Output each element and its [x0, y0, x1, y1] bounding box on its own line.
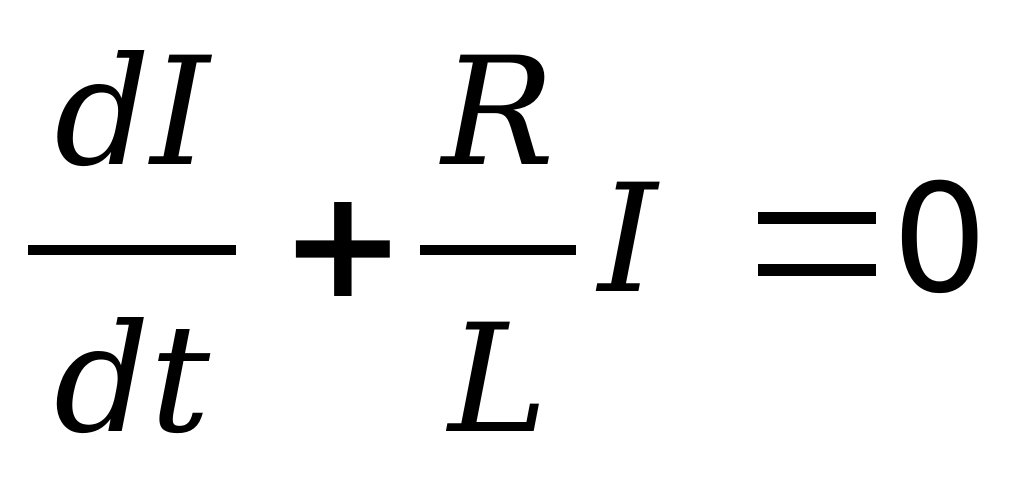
fraction-di-dt: dI dt — [28, 0, 236, 488]
right-hand-side: 0 — [892, 153, 988, 327]
fraction-r-l: R L — [420, 0, 576, 488]
fraction-denominator: dt — [53, 293, 211, 467]
equals-sign: = — [758, 0, 876, 488]
fraction-numerator: dI — [54, 26, 210, 200]
equals-line-top — [758, 212, 876, 224]
fraction-denominator: L — [448, 293, 548, 467]
equals-text: = — [758, 0, 759, 1]
current-variable: I — [598, 153, 658, 327]
fraction-bar — [28, 245, 236, 255]
fraction-numerator: R — [441, 26, 555, 200]
plus-operator: + — [280, 158, 406, 332]
fraction-bar — [420, 245, 576, 255]
equals-line-bottom — [758, 264, 876, 276]
